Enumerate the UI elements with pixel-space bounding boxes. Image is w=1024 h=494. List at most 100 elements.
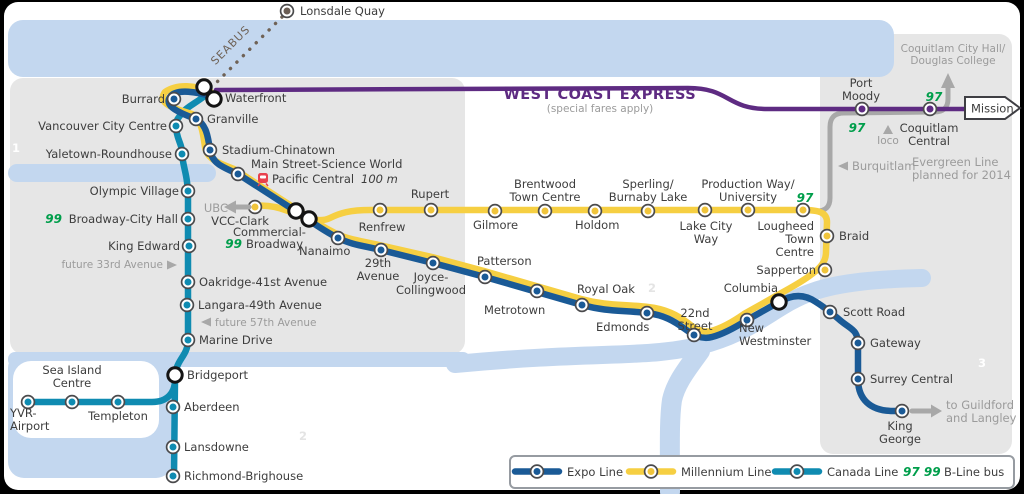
future-57th-label: future 57th Avenue xyxy=(215,317,317,329)
mission-direction-box xyxy=(964,96,1022,120)
station-label-edmonds: Edmonds xyxy=(596,320,649,334)
station-label-sperling: Sperling/Burnaby Lake xyxy=(609,177,688,204)
station-marker-burrard xyxy=(166,91,182,107)
station-label-vcc-clark: VCC-Clark xyxy=(211,214,269,228)
station-label-lansdowne: Lansdowne xyxy=(184,440,249,454)
legend-millennium-label: Millennium Line xyxy=(681,465,771,479)
zone-3-area xyxy=(820,34,1012,454)
legend-expo-marker xyxy=(529,464,545,479)
zone-3-numeral: 3 xyxy=(978,356,986,370)
station-label-gateway: Gateway xyxy=(870,336,921,350)
station-label-rupert: Rupert xyxy=(411,187,450,201)
ioco-label: Ioco xyxy=(877,135,899,147)
interchange-columbia xyxy=(770,293,788,311)
station-marker-richmond-brighouse xyxy=(165,468,181,484)
station-marker-stadium-chinatown xyxy=(202,142,218,158)
station-marker-holdom xyxy=(587,203,603,219)
station-marker-production-way xyxy=(740,202,756,218)
station-marker-rupert xyxy=(423,202,439,218)
station-label-lonsdale-quay: Lonsdale Quay xyxy=(300,4,385,18)
station-label-joyce-collingwood: Joyce-Collingwood xyxy=(396,270,466,297)
interchange-waterfront-b xyxy=(205,90,223,108)
false-creek-water xyxy=(8,164,216,182)
future-33rd-arrow-icon xyxy=(167,260,177,270)
millennium-line xyxy=(159,83,831,335)
station-marker-langara xyxy=(179,297,195,313)
legend-expo-label: Expo Line xyxy=(567,465,623,479)
station-marker-nanaimo xyxy=(330,230,346,246)
station-marker-vancouver-city-centre xyxy=(168,118,184,134)
station-label-royal-oak: Royal Oak xyxy=(577,282,635,296)
future-33rd-label: future 33rd Avenue xyxy=(61,259,163,271)
station-label-columbia: Columbia xyxy=(724,281,778,295)
station-label-sapperton: Sapperton xyxy=(756,263,816,277)
station-label-aberdeen: Aberdeen xyxy=(184,400,240,414)
pacific-central-distance: 100 m xyxy=(361,172,398,186)
station-label-surrey-central: Surrey Central xyxy=(870,372,953,386)
station-marker-king-edward xyxy=(181,238,197,254)
station-label-stadium-chinatown: Stadium-Chinatown xyxy=(222,143,335,157)
station-label-commercial-line2: Broadway xyxy=(246,237,303,251)
station-marker-oakridge xyxy=(180,274,196,290)
station-marker-royal-oak xyxy=(574,297,590,313)
train-icon xyxy=(257,173,269,187)
ioco-arrow-icon xyxy=(883,125,893,134)
station-label-broadway-city-hall: Broadway-City Hall xyxy=(69,212,178,226)
ubc-arrow-icon xyxy=(224,200,236,214)
station-label-patterson: Patterson xyxy=(477,254,532,268)
station-marker-yaletown xyxy=(174,146,190,162)
station-label-king-edward: King Edward xyxy=(108,239,180,253)
station-marker-lake-city-way xyxy=(697,202,713,218)
station-marker-scott-road xyxy=(822,304,838,320)
interchange-bridgeport xyxy=(166,366,184,384)
station-marker-templeton xyxy=(110,394,126,410)
station-marker-marine-drive xyxy=(180,332,196,348)
station-marker-gateway xyxy=(850,335,866,351)
station-label-marine-drive: Marine Drive xyxy=(199,333,273,347)
station-label-yvr-airport: YVR-Airport xyxy=(9,406,50,433)
coquitlam-city-hall-arrow-icon xyxy=(941,73,955,88)
station-label-yaletown: Yaletown-Roundhouse xyxy=(45,147,172,161)
station-marker-lonsdale-quay xyxy=(279,3,295,19)
zone-2-middle-numeral: 2 xyxy=(648,281,656,295)
station-marker-gilmore xyxy=(487,203,503,219)
station-marker-29th-avenue xyxy=(373,242,389,258)
bline-97-coquitlam: 97 xyxy=(926,90,943,104)
wce-subtitle: (special fares apply) xyxy=(547,103,654,115)
station-marker-renfrew xyxy=(372,202,388,218)
station-marker-sperling xyxy=(640,203,656,219)
station-label-commercial-line1: Commercial- xyxy=(233,225,306,239)
legend: Expo Line Millennium Line Canada Line 97… xyxy=(509,455,1015,489)
wce-title: WEST COAST EXPRESS xyxy=(504,87,696,103)
future-57th-arrow-icon xyxy=(201,317,211,327)
station-marker-port-moody xyxy=(854,101,870,117)
station-label-nanaimo: Nanaimo xyxy=(299,244,350,258)
station-marker-joyce-collingwood xyxy=(425,255,441,271)
bline-97-lougheed: 97 xyxy=(797,191,814,205)
bline-97-port-moody: 97 xyxy=(849,121,866,135)
west-coast-express-line xyxy=(213,85,967,112)
zone-2-southwest-numeral: 2 xyxy=(299,429,307,443)
station-label-burrard: Burrard xyxy=(122,92,165,106)
station-marker-surrey-central xyxy=(850,371,866,387)
station-label-oakridge: Oakridge-41st Avenue xyxy=(199,275,327,289)
legend-bline-label: B-Line bus xyxy=(944,465,1004,479)
station-marker-aberdeen xyxy=(165,399,181,415)
station-label-production-way: Production Way/University xyxy=(701,177,794,204)
mission-label: Mission xyxy=(971,102,1014,116)
bline-99-commercial: 99 xyxy=(225,237,242,251)
station-marker-king-george xyxy=(894,403,910,419)
guildford-arrow-icon xyxy=(931,404,942,418)
fraser-river xyxy=(446,269,931,373)
zone-1-area xyxy=(10,78,465,354)
station-marker-coquitlam-central xyxy=(922,101,938,117)
station-label-granville: Granville xyxy=(207,112,258,126)
